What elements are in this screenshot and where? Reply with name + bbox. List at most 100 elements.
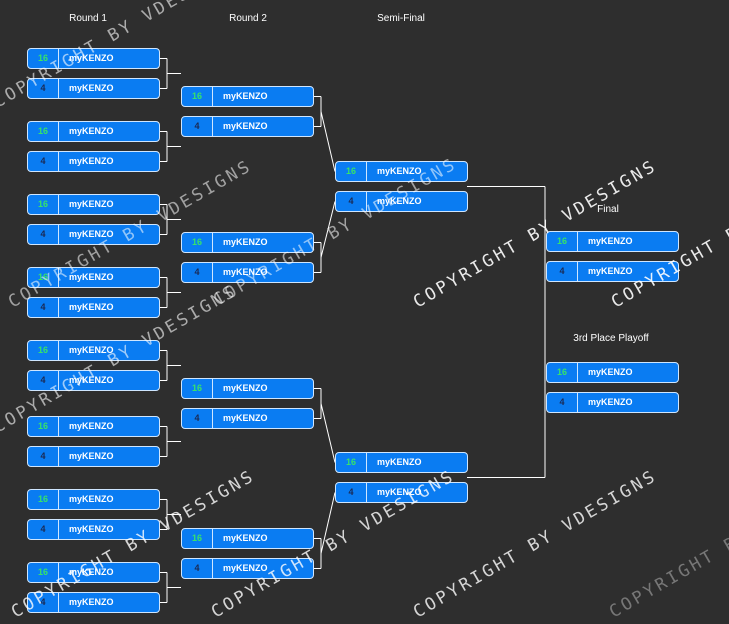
team-name: myKENZO — [223, 121, 268, 131]
team-name: myKENZO — [69, 345, 114, 355]
team-name: myKENZO — [223, 267, 268, 277]
r2-match-4-bottom-slot[interactable]: 4 myKENZO — [181, 558, 314, 579]
bracket-connector — [320, 492, 336, 554]
team-name: myKENZO — [69, 494, 114, 504]
team-name: myKENZO — [69, 126, 114, 136]
r1-match-3-top-slot[interactable]: 16 myKENZO — [27, 194, 160, 215]
bracket-connector — [320, 201, 336, 258]
r2-match-2-top-slot[interactable]: 16 myKENZO — [181, 232, 314, 253]
seed-number: 4 — [182, 263, 213, 282]
r1-match-4-top-slot[interactable]: 16 myKENZO — [27, 267, 160, 288]
seed-number: 16 — [182, 379, 213, 398]
seed-number: 16 — [182, 233, 213, 252]
seed-number: 16 — [28, 49, 59, 68]
seed-number: 16 — [28, 417, 59, 436]
r1-match-1-bottom-slot[interactable]: 4 myKENZO — [27, 78, 160, 99]
r1-match-6-top-slot[interactable]: 16 myKENZO — [27, 416, 160, 437]
third-place-title: 3rd Place Playoff — [573, 333, 649, 344]
seed-number: 16 — [336, 453, 367, 472]
seed-number: 16 — [28, 122, 59, 141]
r2-match-3-top-slot[interactable]: 16 myKENZO — [181, 378, 314, 399]
seed-number: 4 — [28, 79, 59, 98]
seed-number: 16 — [547, 232, 578, 251]
team-name: myKENZO — [69, 421, 114, 431]
r2-match-4-top-slot[interactable]: 16 myKENZO — [181, 528, 314, 549]
semi-match-2-top-slot[interactable]: 16 myKENZO — [335, 452, 468, 473]
seed-number: 4 — [182, 559, 213, 578]
team-name: myKENZO — [223, 91, 268, 101]
seed-number: 4 — [336, 192, 367, 211]
seed-number: 4 — [336, 483, 367, 502]
r1-match-7-bottom-slot[interactable]: 4 myKENZO — [27, 519, 160, 540]
team-name: myKENZO — [69, 567, 114, 577]
r1-match-2-top-slot[interactable]: 16 myKENZO — [27, 121, 160, 142]
seed-number: 16 — [28, 341, 59, 360]
seed-number: 4 — [28, 225, 59, 244]
team-name: myKENZO — [69, 302, 114, 312]
team-name: myKENZO — [69, 524, 114, 534]
team-name: myKENZO — [69, 53, 114, 63]
team-name: myKENZO — [588, 236, 633, 246]
r1-match-1-top-slot[interactable]: 16 myKENZO — [27, 48, 160, 69]
r1-match-6-bottom-slot[interactable]: 4 myKENZO — [27, 446, 160, 467]
seed-number: 4 — [28, 298, 59, 317]
team-name: myKENZO — [69, 451, 114, 461]
semi-final-title: Semi-Final — [377, 13, 425, 24]
semi-match-1-bottom-slot[interactable]: 4 myKENZO — [335, 191, 468, 212]
seed-number: 4 — [28, 371, 59, 390]
team-name: myKENZO — [69, 199, 114, 209]
r1-match-4-bottom-slot[interactable]: 4 myKENZO — [27, 297, 160, 318]
seed-number: 16 — [28, 268, 59, 287]
round-1-title: Round 1 — [69, 13, 107, 24]
team-name: myKENZO — [69, 83, 114, 93]
bracket-connector — [320, 111, 336, 172]
r1-match-3-bottom-slot[interactable]: 4 myKENZO — [27, 224, 160, 245]
team-name: myKENZO — [223, 383, 268, 393]
r2-match-1-top-slot[interactable]: 16 myKENZO — [181, 86, 314, 107]
seed-number: 16 — [28, 195, 59, 214]
team-name: myKENZO — [223, 563, 268, 573]
r1-match-8-top-slot[interactable]: 16 myKENZO — [27, 562, 160, 583]
seed-number: 4 — [547, 262, 578, 281]
r1-match-5-bottom-slot[interactable]: 4 myKENZO — [27, 370, 160, 391]
r2-match-2-bottom-slot[interactable]: 4 myKENZO — [181, 262, 314, 283]
seed-number: 4 — [547, 393, 578, 412]
seed-number: 16 — [182, 87, 213, 106]
team-name: myKENZO — [223, 533, 268, 543]
team-name: myKENZO — [223, 237, 268, 247]
semi-match-1-top-slot[interactable]: 16 myKENZO — [335, 161, 468, 182]
team-name: myKENZO — [377, 457, 422, 467]
seed-number: 16 — [182, 529, 213, 548]
seed-number: 4 — [28, 520, 59, 539]
r1-match-2-bottom-slot[interactable]: 4 myKENZO — [27, 151, 160, 172]
team-name: myKENZO — [377, 196, 422, 206]
team-name: myKENZO — [69, 156, 114, 166]
seed-number: 4 — [28, 447, 59, 466]
team-name: myKENZO — [377, 487, 422, 497]
seed-number: 4 — [28, 152, 59, 171]
team-name: myKENZO — [223, 413, 268, 423]
final-match-1-top-slot[interactable]: 16 myKENZO — [546, 231, 679, 252]
round-2-title: Round 2 — [229, 13, 267, 24]
seed-number: 16 — [336, 162, 367, 181]
team-name: myKENZO — [588, 367, 633, 377]
seed-number: 16 — [28, 563, 59, 582]
team-name: myKENZO — [69, 229, 114, 239]
r1-match-5-top-slot[interactable]: 16 myKENZO — [27, 340, 160, 361]
team-name: myKENZO — [69, 597, 114, 607]
bracket-connector — [320, 403, 336, 463]
semi-match-2-bottom-slot[interactable]: 4 myKENZO — [335, 482, 468, 503]
team-name: myKENZO — [69, 375, 114, 385]
final-title: Final — [597, 204, 619, 215]
team-name: myKENZO — [69, 272, 114, 282]
team-name: myKENZO — [377, 166, 422, 176]
